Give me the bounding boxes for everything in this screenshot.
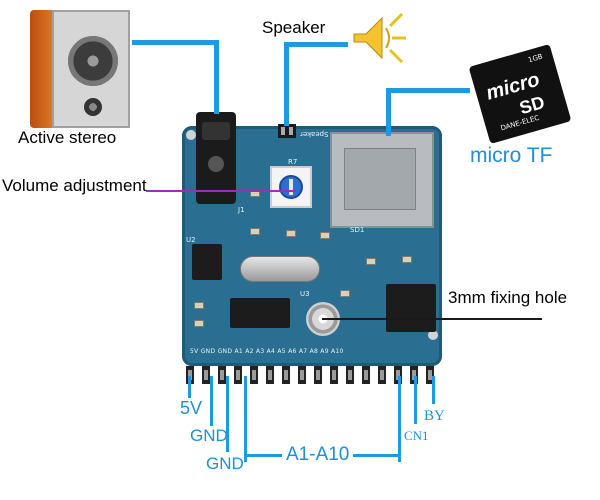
- wire-by: [432, 376, 435, 404]
- label-gnd2: GND: [206, 454, 244, 473]
- wire-stereo-jack: [132, 40, 218, 45]
- sd-card-maker: DANE-ELEC: [499, 113, 541, 133]
- audio-jack: [196, 112, 236, 204]
- header-pin: [250, 366, 258, 384]
- header-pin: [330, 366, 338, 384]
- volume-pointer-line: [146, 190, 296, 192]
- wire-cn1: [414, 376, 417, 424]
- woofer-icon: [68, 36, 118, 86]
- fixing-hole-label: 3mm fixing hole: [448, 288, 568, 307]
- board-corner-hole: [428, 330, 438, 340]
- wire-gnd1: [210, 376, 213, 426]
- silk-bottom-row: 5V GND GND A1 A2 A3 A4 A5 A6 A7 A8 A9 A1…: [190, 348, 344, 355]
- speaker-horn-icon: [348, 6, 408, 68]
- silk-u3: U3: [300, 290, 310, 298]
- header-pin: [298, 366, 306, 384]
- silk-j1: J1: [238, 206, 245, 214]
- chip-u2: [192, 244, 222, 280]
- wire-micro-tf: [386, 88, 391, 136]
- silk-sd1: SD1: [350, 226, 365, 234]
- wire-speaker: [284, 42, 289, 126]
- tweeter-icon: [84, 98, 102, 116]
- board-corner-hole: [186, 130, 196, 140]
- micro-tf-label: micro TF: [470, 144, 553, 167]
- header-pin: [186, 366, 194, 384]
- wire-a1: [244, 376, 247, 462]
- label-cn1: CN1: [404, 428, 429, 443]
- header-pin: [362, 366, 370, 384]
- active-stereo-label: Active stereo: [18, 128, 117, 147]
- header-pin: [218, 366, 226, 384]
- wire-a10: [398, 376, 401, 462]
- header-pin: [282, 366, 290, 384]
- silk-r7: R7: [288, 158, 298, 166]
- header-pin: [314, 366, 322, 384]
- wire-stereo-jack: [214, 40, 219, 114]
- smd-component: [340, 290, 350, 297]
- wire-speaker: [284, 42, 348, 47]
- volume-potentiometer: [270, 166, 312, 208]
- header-pin: [346, 366, 354, 384]
- silk-u2: U2: [186, 236, 196, 244]
- smd-component: [194, 320, 204, 327]
- micro-sd-slot: [330, 132, 434, 228]
- wire-micro-tf: [386, 88, 470, 93]
- label-a1-a10: A1-A10: [282, 444, 354, 466]
- smd-component: [366, 258, 376, 265]
- header-pin: [234, 366, 242, 384]
- smd-component: [402, 256, 412, 263]
- smd-component: [320, 232, 330, 239]
- header-pin: [266, 366, 274, 384]
- active-stereo-image: [30, 10, 130, 128]
- silk-speaker: Speaker: [300, 130, 329, 138]
- header-pin: [426, 366, 434, 384]
- micro-tf-card-image: 1GB micro SD DANE-ELEC: [468, 43, 572, 145]
- chip-right-ic: [386, 284, 436, 332]
- header-pin: [202, 366, 210, 384]
- hole-pointer-line: [322, 318, 542, 320]
- label-gnd1: GND: [190, 426, 228, 445]
- wire-gnd2: [226, 376, 229, 452]
- smd-component: [194, 302, 204, 309]
- header-pin: [378, 366, 386, 384]
- wire-5v: [188, 376, 191, 398]
- crystal-oscillator: [240, 256, 320, 282]
- smd-component: [250, 228, 260, 235]
- speaker-label: Speaker: [262, 18, 326, 37]
- smd-component: [286, 230, 296, 237]
- sd-card-size: 1GB: [527, 52, 544, 65]
- volume-adjustment-label: Volume adjustment: [2, 176, 147, 195]
- header-pin: [410, 366, 418, 384]
- chip-main-ic: [230, 298, 290, 328]
- speaker-pin-header: [278, 124, 296, 138]
- label-by: BY: [424, 408, 445, 424]
- header-pin: [394, 366, 402, 384]
- label-5v: 5V: [180, 398, 203, 418]
